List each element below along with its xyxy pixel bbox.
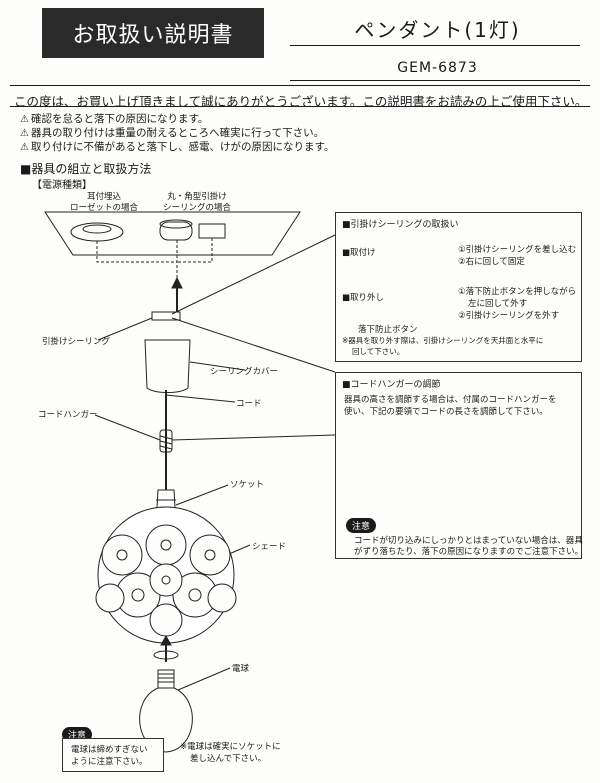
label-cord-hanger: コードハンガー [38, 410, 98, 420]
warning-icon: ⚠ [20, 142, 29, 153]
document-title: お取扱い説明書 [42, 8, 264, 58]
warning-item: ⚠確認を怠ると落下の原因になります。 [20, 113, 209, 125]
hook-ceiling [151, 311, 181, 321]
divider [290, 45, 580, 46]
ceiling-cover [144, 339, 191, 393]
hook-ceiling-box: ■引掛けシーリングの取扱い ■取付け ①引掛けシーリングを差し込む ②右に回して… [335, 212, 582, 362]
divider [10, 106, 590, 107]
label-bulb: 電球 [232, 664, 250, 674]
bulb-note: 差し込んで下さい。 [190, 754, 267, 764]
warning-item: ⚠取り付けに不備があると落下し、感電、けがの原因になります。 [20, 141, 335, 153]
divider [10, 85, 590, 86]
label-socket: ソケット [230, 480, 265, 490]
product-name: ペンダント(1灯) [354, 18, 521, 42]
ceiling-label-hook: 丸・角型引掛け シーリングの場合 [163, 192, 232, 213]
section-title: ■器具の組立と取扱方法 [20, 162, 152, 176]
intro-text: この度は、お買い上げ頂きまして誠にありがとうございます。この説明書をお読みの上ご… [14, 94, 588, 109]
ceiling-label-rosette: 耳付埋込 ローゼットの場合 [70, 192, 139, 213]
label-shade: シェード [252, 542, 287, 552]
bulb-note: ※電球は確実にソケットに [180, 742, 281, 752]
ceiling-hook-icon [159, 221, 193, 241]
flower-shade [95, 506, 237, 644]
warning-icon: ⚠ [20, 114, 29, 125]
label-ceiling-cover: シーリングカバー [210, 367, 279, 377]
cord-hanger-box: ■コードハンガーの調節 器具の高さを調節する場合は、付属のコードハンガーを 使い… [335, 372, 583, 559]
bulb-caution-box: 電球は締めすぎない ように注意下さい。 [62, 738, 164, 772]
warning-item: ⚠器具の取り付けは重量の耐えるところへ確実に行って下さい。 [20, 127, 325, 139]
ceiling-plate [44, 211, 301, 256]
warning-icon: ⚠ [20, 128, 29, 139]
square-hook-icon [198, 223, 226, 239]
bulb-icon [139, 669, 193, 753]
model-number: GEM-6873 [397, 60, 478, 76]
divider [290, 80, 580, 81]
label-cord: コード [236, 399, 262, 409]
rosette-icon [70, 222, 124, 242]
power-type-label: 【電源種類】 [32, 180, 92, 191]
caution-badge: 注意 [346, 518, 377, 533]
label-hook-ceiling: 引掛けシーリング [42, 337, 111, 347]
